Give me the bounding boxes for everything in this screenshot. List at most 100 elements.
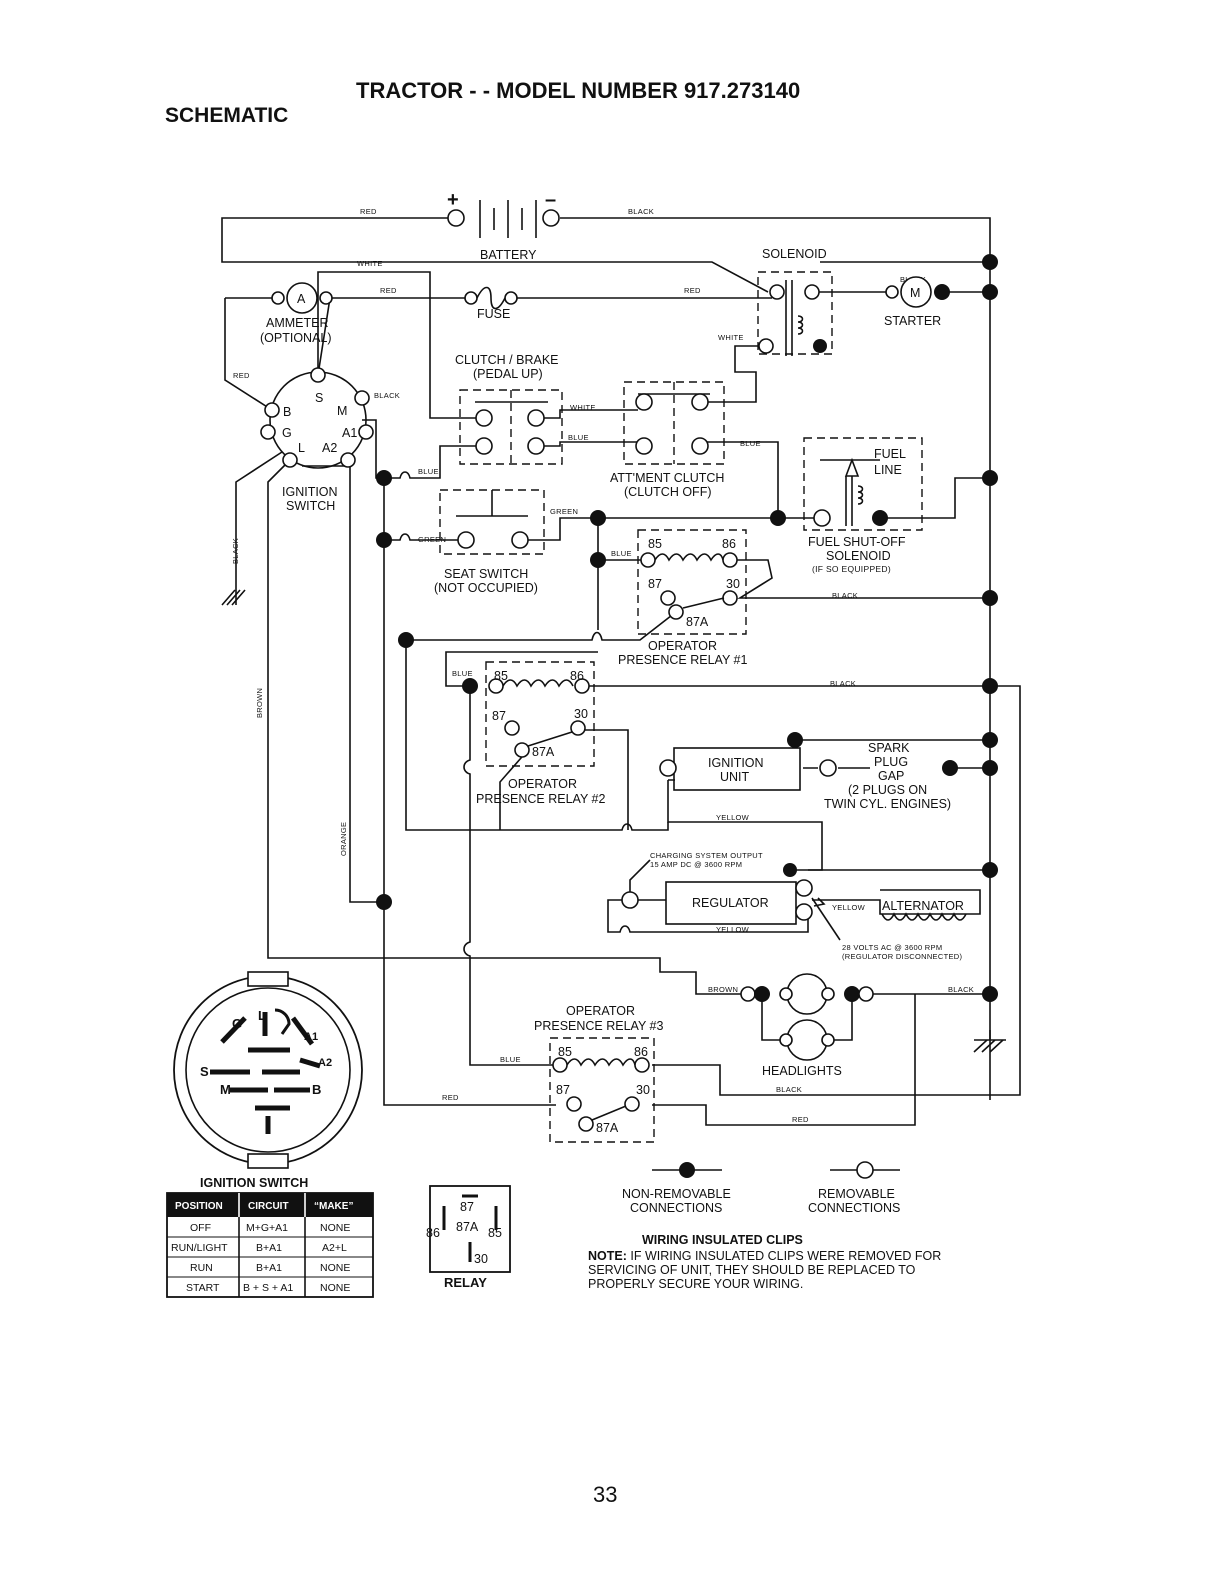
fuel-solenoid-label-3: (IF SO EQUIPPED): [812, 564, 891, 574]
table-cell: B+A1: [256, 1242, 282, 1254]
relay3-pin-87: 87: [556, 1083, 570, 1097]
ammeter-label: AMMETER: [266, 316, 329, 330]
relay2-pin-85: 85: [494, 669, 508, 683]
wires: [221, 217, 1021, 1126]
fuel-solenoid-label: FUEL SHUT-OFF: [808, 535, 906, 549]
alternator: ALTERNATOR 28 VOLTS AC @ 3600 RPM (REGUL…: [811, 897, 967, 961]
seat-switch-label: SEAT SWITCH: [444, 567, 528, 581]
relay1-pin-87: 87: [648, 577, 662, 591]
relay3-label: OPERATOR: [566, 1004, 635, 1018]
ign-pin-l: L: [298, 441, 305, 455]
wire-label-blue: BLUE: [740, 439, 761, 448]
ignition-switch-face: G L A1 A2 S M B: [173, 971, 363, 1169]
ignition-unit-label-2: UNIT: [720, 770, 750, 784]
wire-label-white: WHITE: [718, 333, 744, 342]
ammeter-symbol: A: [297, 292, 306, 306]
switch-face-s: S: [200, 1064, 209, 1079]
table-cell: OFF: [190, 1222, 211, 1234]
page-number: 33: [593, 1482, 617, 1507]
wire-label-blue: BLUE: [611, 549, 632, 558]
attachment-clutch-label: ATT'MENT CLUTCH: [610, 471, 724, 485]
relay3-label-2: PRESENCE RELAY #3: [534, 1019, 664, 1033]
table-header-circuit: CIRCUIT: [248, 1201, 289, 1212]
ign-pin-m: M: [337, 404, 347, 418]
table-cell: A2+L: [322, 1242, 347, 1254]
legend-removable: REMOVABLE: [818, 1187, 895, 1201]
ign-pin-a1: A1: [342, 426, 357, 440]
switch-face-b: B: [312, 1082, 321, 1097]
relay3-pin-30: 30: [636, 1083, 650, 1097]
spark-plug-label-5: TWIN CYL. ENGINES): [824, 797, 951, 811]
wire-label-black: BLACK: [948, 985, 974, 994]
wire-label-white: WHITE: [570, 403, 596, 412]
spark-plug: SPARK PLUG GAP (2 PLUGS ON TWIN CYL. ENG…: [824, 741, 958, 811]
table-cell: NONE: [320, 1222, 350, 1234]
connection-legend: NON-REMOVABLE CONNECTIONS REMOVABLE CONN…: [622, 1161, 900, 1215]
non-removable-dot: [679, 1162, 695, 1178]
fuel-shutoff-solenoid: FUEL LINE FUEL SHUT-OFF SOLENOID (IF SO …: [803, 437, 923, 574]
wire-label-blue: BLUE: [568, 433, 589, 442]
ign-pin-g: G: [282, 426, 292, 440]
note-prefix: NOTE:: [588, 1249, 627, 1263]
operator-presence-relay-2: 85 86 87 30 87A OPERATOR PRESENCE RELAY …: [476, 661, 606, 806]
attachment-clutch-switch: ATT'MENT CLUTCH (CLUTCH OFF): [610, 381, 725, 499]
wire-label-red: RED: [684, 286, 701, 295]
ignition-unit: IGNITION UNIT: [659, 732, 837, 791]
starter-motor: M STARTER: [884, 276, 950, 328]
wire-label-black: BLACK: [231, 538, 240, 564]
spark-plug-label-2: PLUG: [874, 755, 908, 769]
operator-presence-relay-1: 85 86 87 30 87A OPERATOR PRESENCE RELAY …: [618, 529, 748, 667]
relay-legend-85: 85: [488, 1226, 502, 1240]
clutch-brake-sublabel: (PEDAL UP): [473, 367, 543, 381]
alternator-label: ALTERNATOR: [882, 899, 964, 913]
solenoid-label: SOLENOID: [762, 247, 827, 261]
starter-symbol: M: [910, 286, 920, 300]
regulator: REGULATOR CHARGING SYSTEM OUTPUT 15 AMP …: [621, 851, 813, 925]
relay3-pin-87a: 87A: [596, 1121, 619, 1135]
switch-face-g: G: [232, 1016, 242, 1031]
relay-legend-87a: 87A: [456, 1220, 479, 1234]
relay2-pin-87a: 87A: [532, 745, 555, 759]
relay1-pin-87a: 87A: [686, 615, 709, 629]
spark-plug-label: SPARK: [868, 741, 910, 755]
headlights-label: HEADLIGHTS: [762, 1064, 842, 1078]
headlights: HEADLIGHTS: [740, 973, 874, 1078]
wire-label-red: RED: [442, 1093, 459, 1102]
ignition-table-title: IGNITION SWITCH: [200, 1176, 308, 1190]
note-heading: WIRING INSULATED CLIPS: [642, 1233, 803, 1247]
wire-label-yellow: YELLOW: [716, 813, 750, 822]
operator-presence-relay-3: 85 86 87 30 87A OPERATOR PRESENCE RELAY …: [534, 1004, 664, 1143]
starter-label: STARTER: [884, 314, 941, 328]
wire-label-yellow: YELLOW: [832, 903, 866, 912]
ign-pin-a2: A2: [322, 441, 337, 455]
relay-legend-86: 86: [426, 1226, 440, 1240]
wire-label-brown: BROWN: [708, 985, 738, 994]
table-cell: NONE: [320, 1262, 350, 1274]
wire-label-black: BLACK: [776, 1085, 802, 1094]
regulator-note-2: 15 AMP DC @ 3600 RPM: [650, 860, 742, 869]
note-line-3: PROPERLY SECURE YOUR WIRING.: [588, 1277, 803, 1291]
wire-label-black: BLACK: [374, 391, 400, 400]
ammeter: A AMMETER (OPTIONAL): [260, 282, 333, 345]
table-cell: B+A1: [256, 1262, 282, 1274]
table-header-make: “MAKE”: [314, 1201, 353, 1212]
switch-face-a2: A2: [318, 1057, 332, 1069]
ignition-switch-label: IGNITION: [282, 485, 338, 499]
removable-circle: [856, 1161, 874, 1179]
fuel-line-label: FUEL: [874, 447, 906, 461]
section-title: SCHEMATIC: [165, 104, 288, 127]
relay3-pin-85: 85: [558, 1045, 572, 1059]
table-cell: B + S + A1: [243, 1282, 293, 1294]
fuse-label: FUSE: [477, 307, 510, 321]
wire-label-red: RED: [792, 1115, 809, 1124]
fuel-solenoid-label-2: SOLENOID: [826, 549, 891, 563]
relay2-pin-30: 30: [574, 707, 588, 721]
table-cell: START: [186, 1282, 220, 1294]
wire-label-red: RED: [233, 371, 250, 380]
legend-non-removable-2: CONNECTIONS: [630, 1201, 722, 1215]
battery-minus: –: [545, 189, 556, 211]
battery: + – BATTERY: [447, 189, 560, 262]
attachment-clutch-sublabel: (CLUTCH OFF): [624, 485, 712, 499]
relay3-pin-86: 86: [634, 1045, 648, 1059]
